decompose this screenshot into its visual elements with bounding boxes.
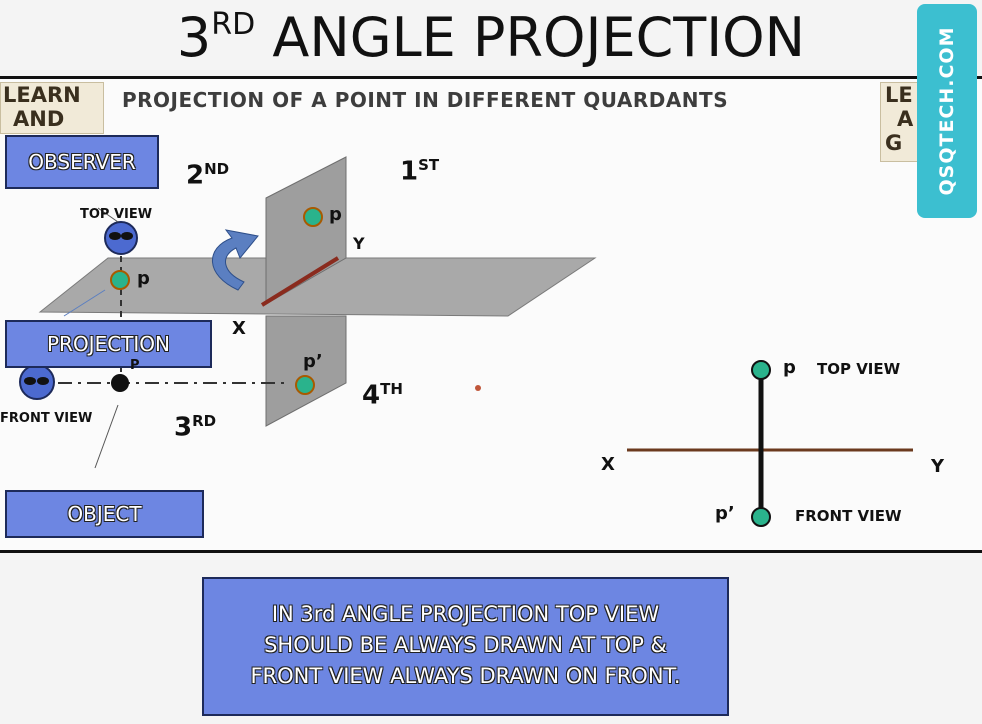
x-label: X xyxy=(232,318,246,339)
projection-pointer xyxy=(63,289,106,317)
point-p-prime-4th xyxy=(295,375,315,395)
brand-badge[interactable]: QSQTECH.COM xyxy=(917,4,977,218)
y-label: Y xyxy=(353,234,365,253)
top-divider xyxy=(0,76,982,79)
small-dot xyxy=(475,385,481,391)
bottom-divider xyxy=(0,550,982,553)
xy-reference-line xyxy=(260,256,340,307)
top-view-label: TOP VIEW xyxy=(80,207,153,222)
observer-box: OBSERVER xyxy=(5,135,159,189)
right-p-label: p xyxy=(783,357,796,378)
note-line-2: SHOULD BE ALWAYS DRAWN AT TOP & xyxy=(264,633,667,657)
object-pointer xyxy=(94,404,119,469)
projection-box: PROJECTION xyxy=(5,320,212,368)
point-p-prime-label: p’ xyxy=(303,351,323,372)
horizontal-plane xyxy=(38,257,597,317)
point-top-3rd xyxy=(110,270,130,290)
point-p-1st xyxy=(303,207,323,227)
quadrant-3-label: 3RD xyxy=(174,412,217,443)
point-p-label-1st: p xyxy=(329,204,342,225)
point-p-label-3rd: p xyxy=(137,268,150,289)
observer-pointer xyxy=(97,207,119,223)
page-title: 3RD ANGLE PROJECTION xyxy=(176,6,806,69)
top-observer-face xyxy=(104,221,138,255)
rotation-arrow xyxy=(212,229,259,291)
quadrant-4-label: 4TH xyxy=(362,380,403,411)
front-view-label: FRONT VIEW xyxy=(0,411,93,426)
quadrant-1-label: 1ST xyxy=(400,156,440,187)
quadrant-2-label: 2ND xyxy=(186,160,230,191)
note-line-1: IN 3rd ANGLE PROJECTION TOP VIEW xyxy=(271,602,660,626)
right-x-label: X xyxy=(601,454,615,475)
object-point xyxy=(111,374,129,392)
diagram-heading: PROJECTION OF A POINT IN DIFFERENT QUARD… xyxy=(122,88,729,112)
front-observer-face xyxy=(19,364,55,400)
right-front-view-label: FRONT VIEW xyxy=(795,507,902,525)
right-y-label: Y xyxy=(931,456,945,477)
vertical-plane-lower xyxy=(265,315,347,427)
right-p-prime-label: p’ xyxy=(715,503,735,524)
rule-note-box: IN 3rd ANGLE PROJECTION TOP VIEW SHOULD … xyxy=(202,577,729,716)
object-box: OBJECT xyxy=(5,490,204,538)
right-top-point xyxy=(751,360,771,380)
right-top-view-label: TOP VIEW xyxy=(817,360,901,378)
right-front-point xyxy=(751,507,771,527)
object-p-label: P xyxy=(130,358,140,373)
note-line-3: FRONT VIEW ALWAYS DRAWN ON FRONT. xyxy=(250,664,681,688)
